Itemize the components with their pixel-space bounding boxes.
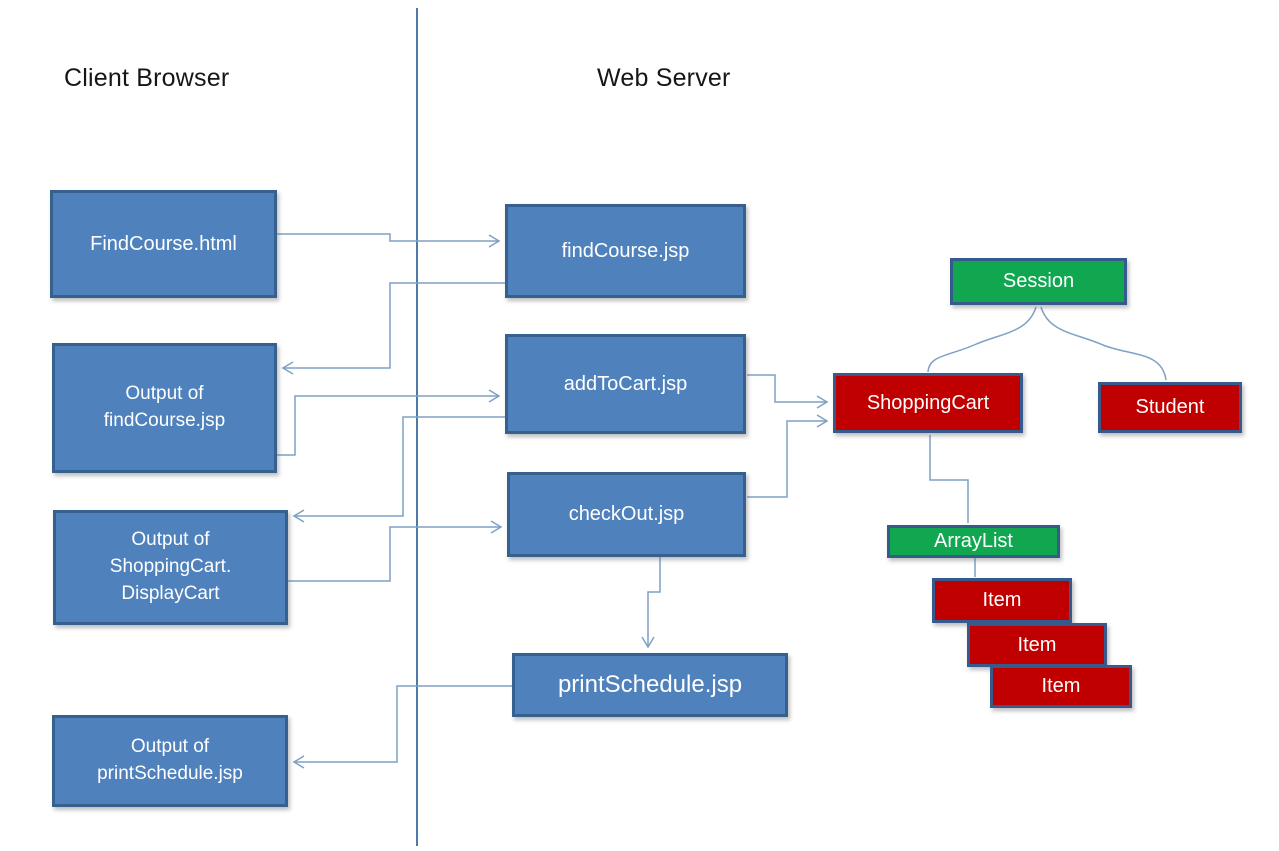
- node-output-shoppingcart: Output of ShoppingCart. DisplayCart: [53, 510, 288, 625]
- node-printschedule-jsp-label: printSchedule.jsp: [557, 670, 743, 698]
- connector-checkoutjsp-to-shoppingcart: [747, 414, 829, 498]
- node-findcourse-jsp-label: findCourse.jsp: [561, 239, 690, 262]
- node-findcourse-html-label: FindCourse.html: [90, 232, 237, 255]
- node-session: Session: [950, 258, 1127, 305]
- connector-shoppingcart-to-arraylist: [929, 435, 969, 523]
- connector-checkoutjsp-to-printschedulejsp: [641, 557, 661, 649]
- node-item-2: Item: [967, 623, 1107, 667]
- node-findcourse-html: FindCourse.html: [50, 190, 277, 298]
- connector-session-to-shoppingcart-curve: [927, 306, 1037, 373]
- node-printschedule-jsp: printSchedule.jsp: [512, 653, 788, 717]
- node-shoppingcart-label: ShoppingCart: [866, 391, 990, 414]
- node-shoppingcart: ShoppingCart: [833, 373, 1023, 433]
- connector-findcoursejsp-to-output: [281, 282, 505, 375]
- node-student-label: Student: [1135, 396, 1205, 419]
- node-output-shoppingcart-label: Output of ShoppingCart. DisplayCart: [109, 529, 232, 604]
- node-checkout-jsp-label: checkOut.jsp: [568, 503, 685, 526]
- node-student: Student: [1098, 382, 1242, 433]
- connector-output-to-addtocartjsp: [277, 389, 501, 456]
- node-arraylist: ArrayList: [887, 525, 1060, 558]
- node-item-1-label: Item: [982, 589, 1022, 612]
- node-item-3-label: Item: [1041, 675, 1081, 698]
- web-server-title: Web Server: [597, 64, 731, 92]
- connector-displaycart-output-to-checkoutjsp: [288, 520, 503, 582]
- node-output-findcourse-label: Output of findCourse.jsp: [103, 383, 226, 431]
- connector-findcoursehtml-to-findcoursejsp: [277, 233, 501, 248]
- node-findcourse-jsp: findCourse.jsp: [505, 204, 746, 298]
- node-addtocart-jsp-label: addToCart.jsp: [563, 372, 688, 395]
- node-item-3: Item: [990, 665, 1132, 708]
- node-output-printschedule: Output of printSchedule.jsp: [52, 715, 288, 807]
- node-checkout-jsp: checkOut.jsp: [507, 472, 746, 557]
- node-output-findcourse: Output of findCourse.jsp: [52, 343, 277, 473]
- client-browser-title: Client Browser: [64, 64, 230, 92]
- node-output-printschedule-label: Output of printSchedule.jsp: [97, 736, 243, 784]
- connector-addtocartjsp-to-shoppingcart: [747, 374, 829, 409]
- node-item-2-label: Item: [1017, 633, 1057, 656]
- connector-session-to-student-curve: [1040, 306, 1167, 381]
- node-item-1: Item: [932, 578, 1072, 623]
- node-addtocart-jsp: addToCart.jsp: [505, 334, 746, 434]
- node-session-label: Session: [1002, 270, 1075, 293]
- node-arraylist-label: ArrayList: [934, 530, 1013, 553]
- connector-addtocartjsp-to-displaycart-output: [292, 416, 505, 523]
- connector-printschedulejsp-to-output: [292, 685, 512, 769]
